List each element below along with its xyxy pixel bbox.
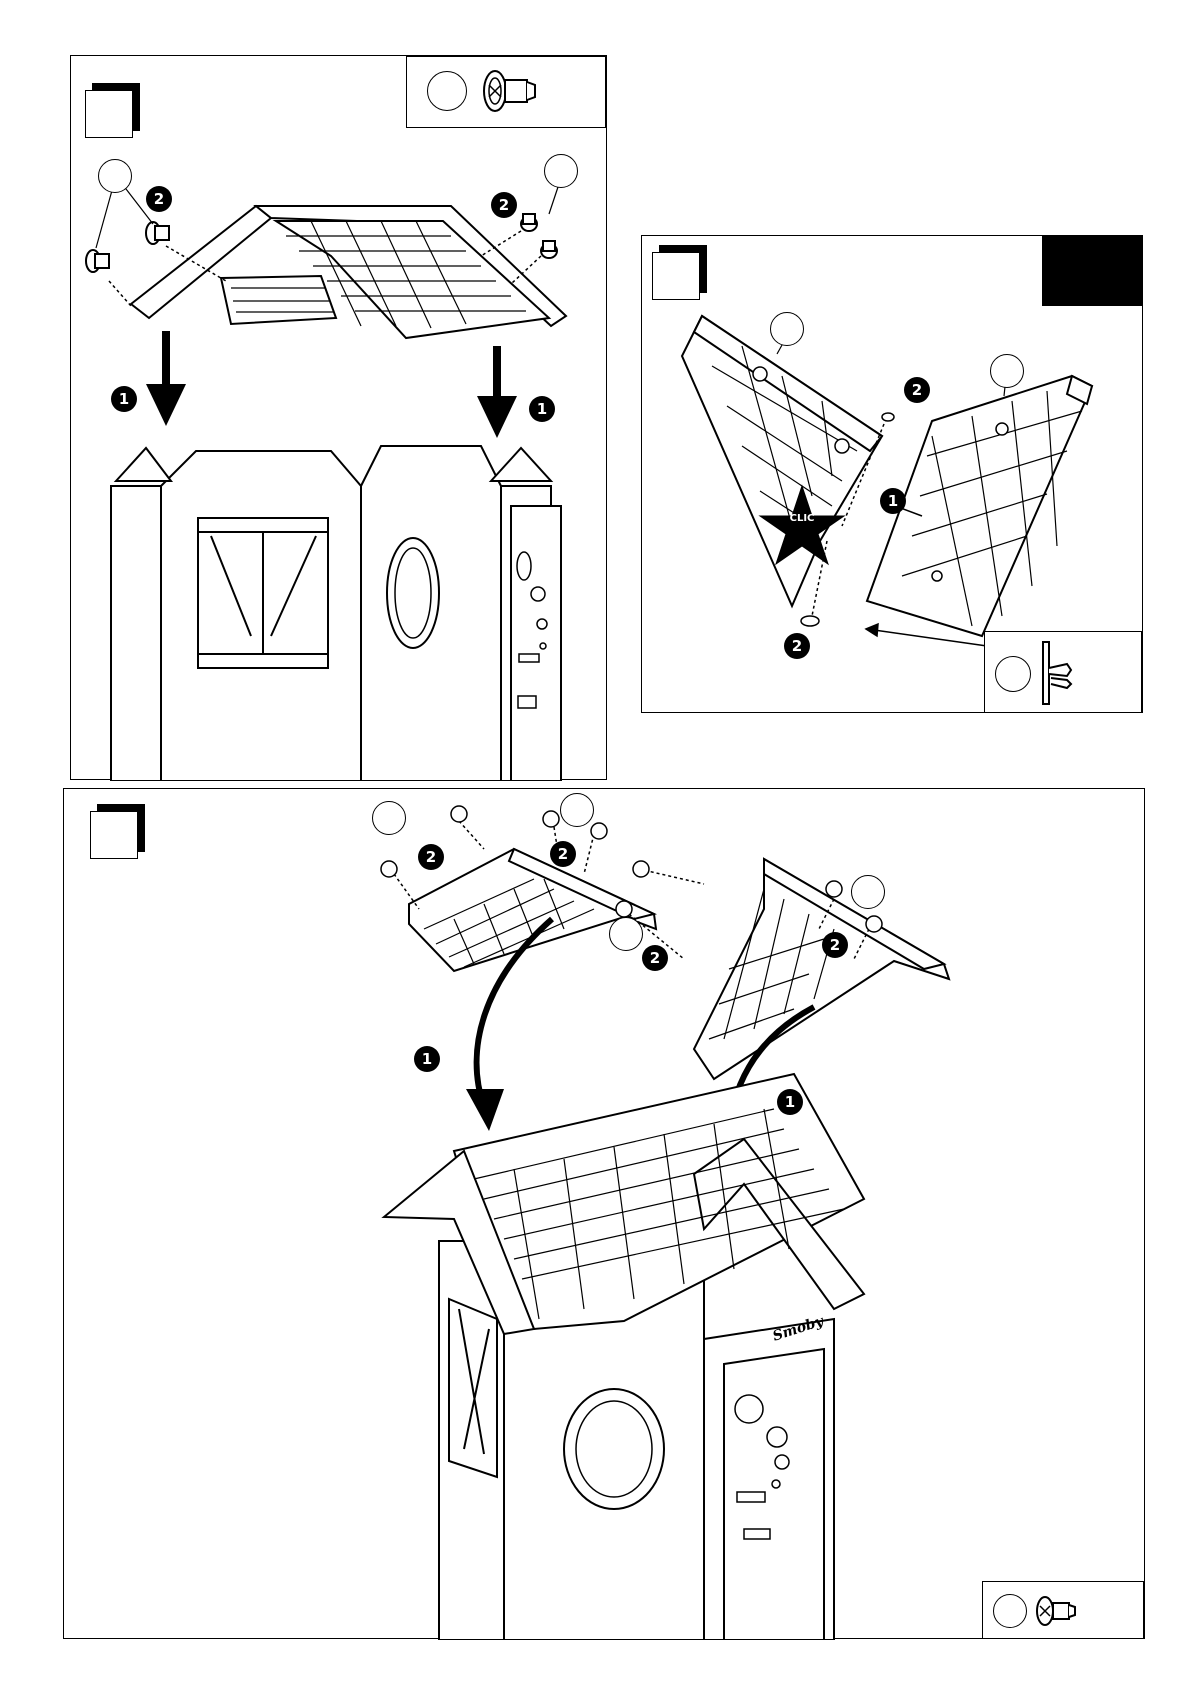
panel-step-roof-gable: CLIC 2 1 2 [641,235,1143,713]
parts-box [982,1581,1144,1639]
callout-badge: 1 [880,488,906,514]
callout-badge: 2 [550,841,576,867]
callout-badge: 1 [777,1089,803,1115]
callout-badge: 2 [784,633,810,659]
callout-badge: 2 [822,932,848,958]
part-callout-circle [544,154,578,188]
roof-assembly-illustration [71,56,608,781]
panel-step-roof-assembly: 2 2 1 1 [70,55,607,780]
callout-badge: 2 [491,192,517,218]
callout-badge: 2 [904,377,930,403]
part-quantity-circle [995,656,1031,692]
snap-rivet-icon [1037,640,1097,710]
callout-badge: 1 [529,396,555,422]
callout-badge: 2 [146,186,172,212]
part-callout-circle [609,917,643,951]
part-callout-circle [770,312,804,346]
callout-badge: 2 [642,945,668,971]
clic-label: CLIC [778,510,826,528]
part-callout-circle [851,875,885,909]
roof-mount-illustration [64,789,1146,1640]
part-quantity-circle [993,1594,1027,1628]
part-callout-circle [560,793,594,827]
callout-badge: 2 [418,844,444,870]
panel-step-roof-mount: Smoby 2 2 2 2 1 1 [63,788,1145,1639]
part-callout-circle [98,159,132,193]
part-callout-circle [990,354,1024,388]
part-callout-circle [372,801,406,835]
callout-badge: 1 [414,1046,440,1072]
parts-box [984,631,1142,713]
callout-badge: 1 [111,386,137,412]
push-pin-icon [1035,1591,1085,1631]
